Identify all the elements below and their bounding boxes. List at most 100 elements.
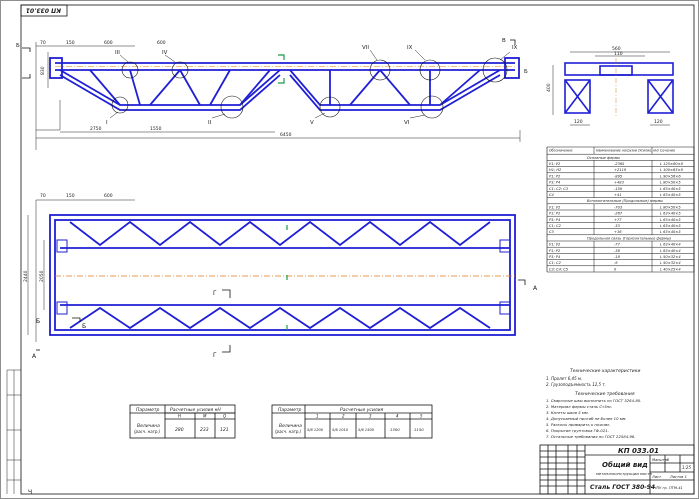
t1-header-forces: Расчетные усилия кН [170, 407, 221, 413]
t2-val-3: 5/6 1500 [358, 428, 375, 432]
plan-dim-height: 2440 [23, 270, 29, 282]
section-dim-offset: 110 [614, 51, 623, 57]
dim-70: 70 [40, 40, 46, 46]
title-org: ЧПУ гр. ПТМ-41 [654, 486, 683, 490]
cross-section-view: 560 110 400 120 120 [546, 46, 674, 126]
spec-row-force: -703 [614, 205, 623, 209]
spec-row-designation: Р1; Р2 [549, 249, 561, 253]
t1-sub-n: Н [178, 414, 181, 419]
spec-row-force: -267 [614, 212, 623, 216]
spec-row-section: L 90×56×6 [660, 174, 681, 178]
t2-val-1: 5/6 1200 [307, 428, 324, 432]
t2-sub-5: 5 [420, 414, 423, 419]
t2-sub-1: 1 [316, 414, 319, 419]
technical-notes: Технические характеристики 1. Пролет 6,4… [546, 368, 641, 439]
t2-row-label2: (расч. нагр.) [275, 429, 302, 434]
spec-group-title: Основные фермы [587, 156, 620, 160]
left-margin-strip: Ч [6, 369, 32, 496]
spec-row-designation: С1; С2; С3 [549, 187, 569, 191]
callout-III: III [115, 50, 120, 56]
spec-row-force: -2365 [614, 162, 625, 166]
dim-150: 150 [66, 40, 75, 46]
spec-row-section: L 63×40×5 [660, 218, 681, 222]
dim-2750: 2750 [90, 126, 102, 132]
title-sheets: Листов 1 [669, 475, 687, 479]
spec-row-designation: С1; С2 [549, 261, 562, 265]
t2-sub-2: 2 [342, 414, 345, 419]
dim-600a: 600 [104, 40, 113, 46]
spec-row-force: -18 [614, 255, 621, 259]
spec-row-section: L 100×63×8 [660, 168, 684, 172]
t1-sub-m: М [203, 414, 207, 419]
spec-row-section: L 63×40×5 [660, 193, 681, 197]
notes-line-1-2: 2. Грузоподъемность 12,5 т. [546, 382, 606, 387]
spec-row-force: +41 [614, 193, 622, 197]
t1-header-param: Параметр [136, 407, 160, 413]
spec-header-designation: Обозначение [549, 149, 573, 153]
spec-row-force: +16 [614, 230, 622, 234]
spec-row-force: -895 [614, 174, 623, 178]
spec-row-designation: У1; У2 [549, 162, 561, 166]
spec-group-title: Продольная связь (Горизонтальные фермы) [587, 236, 672, 240]
section-dim-right: 120 [574, 119, 583, 125]
title-scale: 1:25 [682, 465, 691, 470]
dim-1550: 1550 [150, 126, 162, 132]
title-material: Сталь ГОСТ 380-94 [590, 484, 655, 491]
spec-row-designation: Р1; Р2 [549, 212, 561, 216]
callout-VII: VII [362, 45, 369, 51]
spec-row-designation: Р1; Р2 [549, 174, 561, 178]
spec-row-designation: С3 [549, 230, 555, 234]
spec-row-section: L 80×50×5 [660, 181, 681, 185]
spec-row-force: +77 [614, 218, 622, 222]
section-v-right: В [502, 38, 506, 44]
spec-row-section: L 63×40×4 [660, 243, 681, 247]
callout-II: II [208, 120, 212, 126]
t1-val-1: 280 [175, 427, 184, 433]
spec-row-designation: С1; С2 [549, 224, 562, 228]
notes-line-2-4: 4. Допускаемый прогиб не более 10 мм. [546, 416, 627, 421]
spec-row-force: -33 [614, 224, 621, 228]
t2-val-4: 1300 [390, 427, 400, 432]
spec-row-force: 0 [614, 267, 617, 271]
t1-row-label: Величина [137, 423, 160, 429]
notes-line-2-5: 5. Раскосы приварить к поясам. [546, 422, 610, 427]
spec-row-designation: У1; У2 [549, 243, 561, 247]
spec-header-section: Сечение [660, 149, 675, 153]
title-block: КП 033.01 Общий вид металлоконструкции м… [539, 444, 695, 495]
callout-IX-a: IX [407, 45, 413, 51]
spec-row-section: L 40×25×4 [660, 267, 681, 271]
spec-row-force: -150 [614, 187, 623, 191]
notes-line-2-7: 7. Остальные требования по ГОСТ 22584-96… [546, 434, 636, 439]
spec-row-designation: У1; У2 [549, 205, 561, 209]
title-code: КП 033.01 [618, 447, 659, 455]
spec-row-section: L 63×40×4 [660, 249, 681, 253]
member-spec-table: Обозначение Наименование нагрузки (Усилие… [546, 146, 695, 273]
spec-row-section: L 63×40×5 [660, 230, 681, 234]
marker-b-left: Б [36, 318, 40, 325]
spec-row-section: L 125×80×8 [660, 162, 684, 166]
t1-val-2: 233 [200, 427, 209, 433]
t2-val-5: 1150 [414, 427, 424, 432]
spec-row-force: +2119 [614, 168, 627, 172]
spec-header-force: Наименование нагрузки (Усилие, кН) [596, 149, 659, 153]
marker-a-right: А [533, 285, 538, 292]
corner-stamp-text: КП 033.01 [26, 7, 61, 14]
section-dim-bottom: 120 [654, 119, 663, 125]
spec-row-force: -9 [614, 261, 618, 265]
title-subname: металлоконструкции моста [596, 471, 652, 476]
notes-line-2-3: 3. Катеты швов 5 мм. [546, 410, 589, 415]
notes-line-2-6: 6. Покрытие грунтовка ГФ-021. [546, 428, 609, 433]
plan-dim-inner: 2050 [39, 270, 45, 282]
dim-span: 6450 [280, 132, 292, 138]
spec-row-section: L 50×32×4 [660, 255, 681, 259]
spec-group-title: Вспомогательные (Продольные) фермы [587, 199, 663, 203]
spec-row-section: L 63×40×5 [660, 212, 681, 216]
t1-row-label2: (расч. нагр.) [134, 429, 161, 434]
spec-row-designation: Р3; Р4 [549, 255, 561, 259]
plan-dim-600: 600 [104, 193, 113, 199]
spec-row-force: +483 [614, 181, 625, 185]
spec-row-section: L 63×40×5 [660, 187, 681, 191]
t1-sub-q: Q [223, 414, 226, 419]
